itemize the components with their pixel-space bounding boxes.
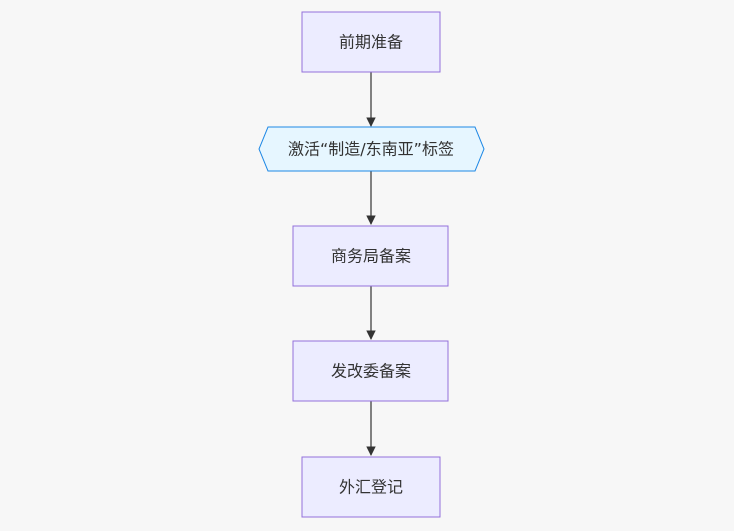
node-preparation-box <box>301 11 441 73</box>
node-commerce-bureau-filing: 商务局备案 <box>292 225 449 287</box>
node-preparation-label: 前期准备 <box>339 33 403 52</box>
node-activate-tag-label: 激活“制造/东南亚”标签 <box>288 140 454 159</box>
node-ndrc-filing-box <box>292 340 449 402</box>
node-forex-registration: 外汇登记 <box>301 456 441 518</box>
node-activate-tag: 激活“制造/东南亚”标签 <box>258 126 485 172</box>
node-commerce-bureau-filing-box <box>292 225 449 287</box>
node-ndrc-filing-label: 发改委备案 <box>331 362 411 381</box>
node-ndrc-filing: 发改委备案 <box>292 340 449 402</box>
node-forex-registration-box <box>301 456 441 518</box>
node-forex-registration-label: 外汇登记 <box>339 478 403 497</box>
node-activate-tag-hexagon <box>258 126 485 172</box>
node-commerce-bureau-filing-label: 商务局备案 <box>331 247 411 266</box>
node-preparation: 前期准备 <box>301 11 441 73</box>
